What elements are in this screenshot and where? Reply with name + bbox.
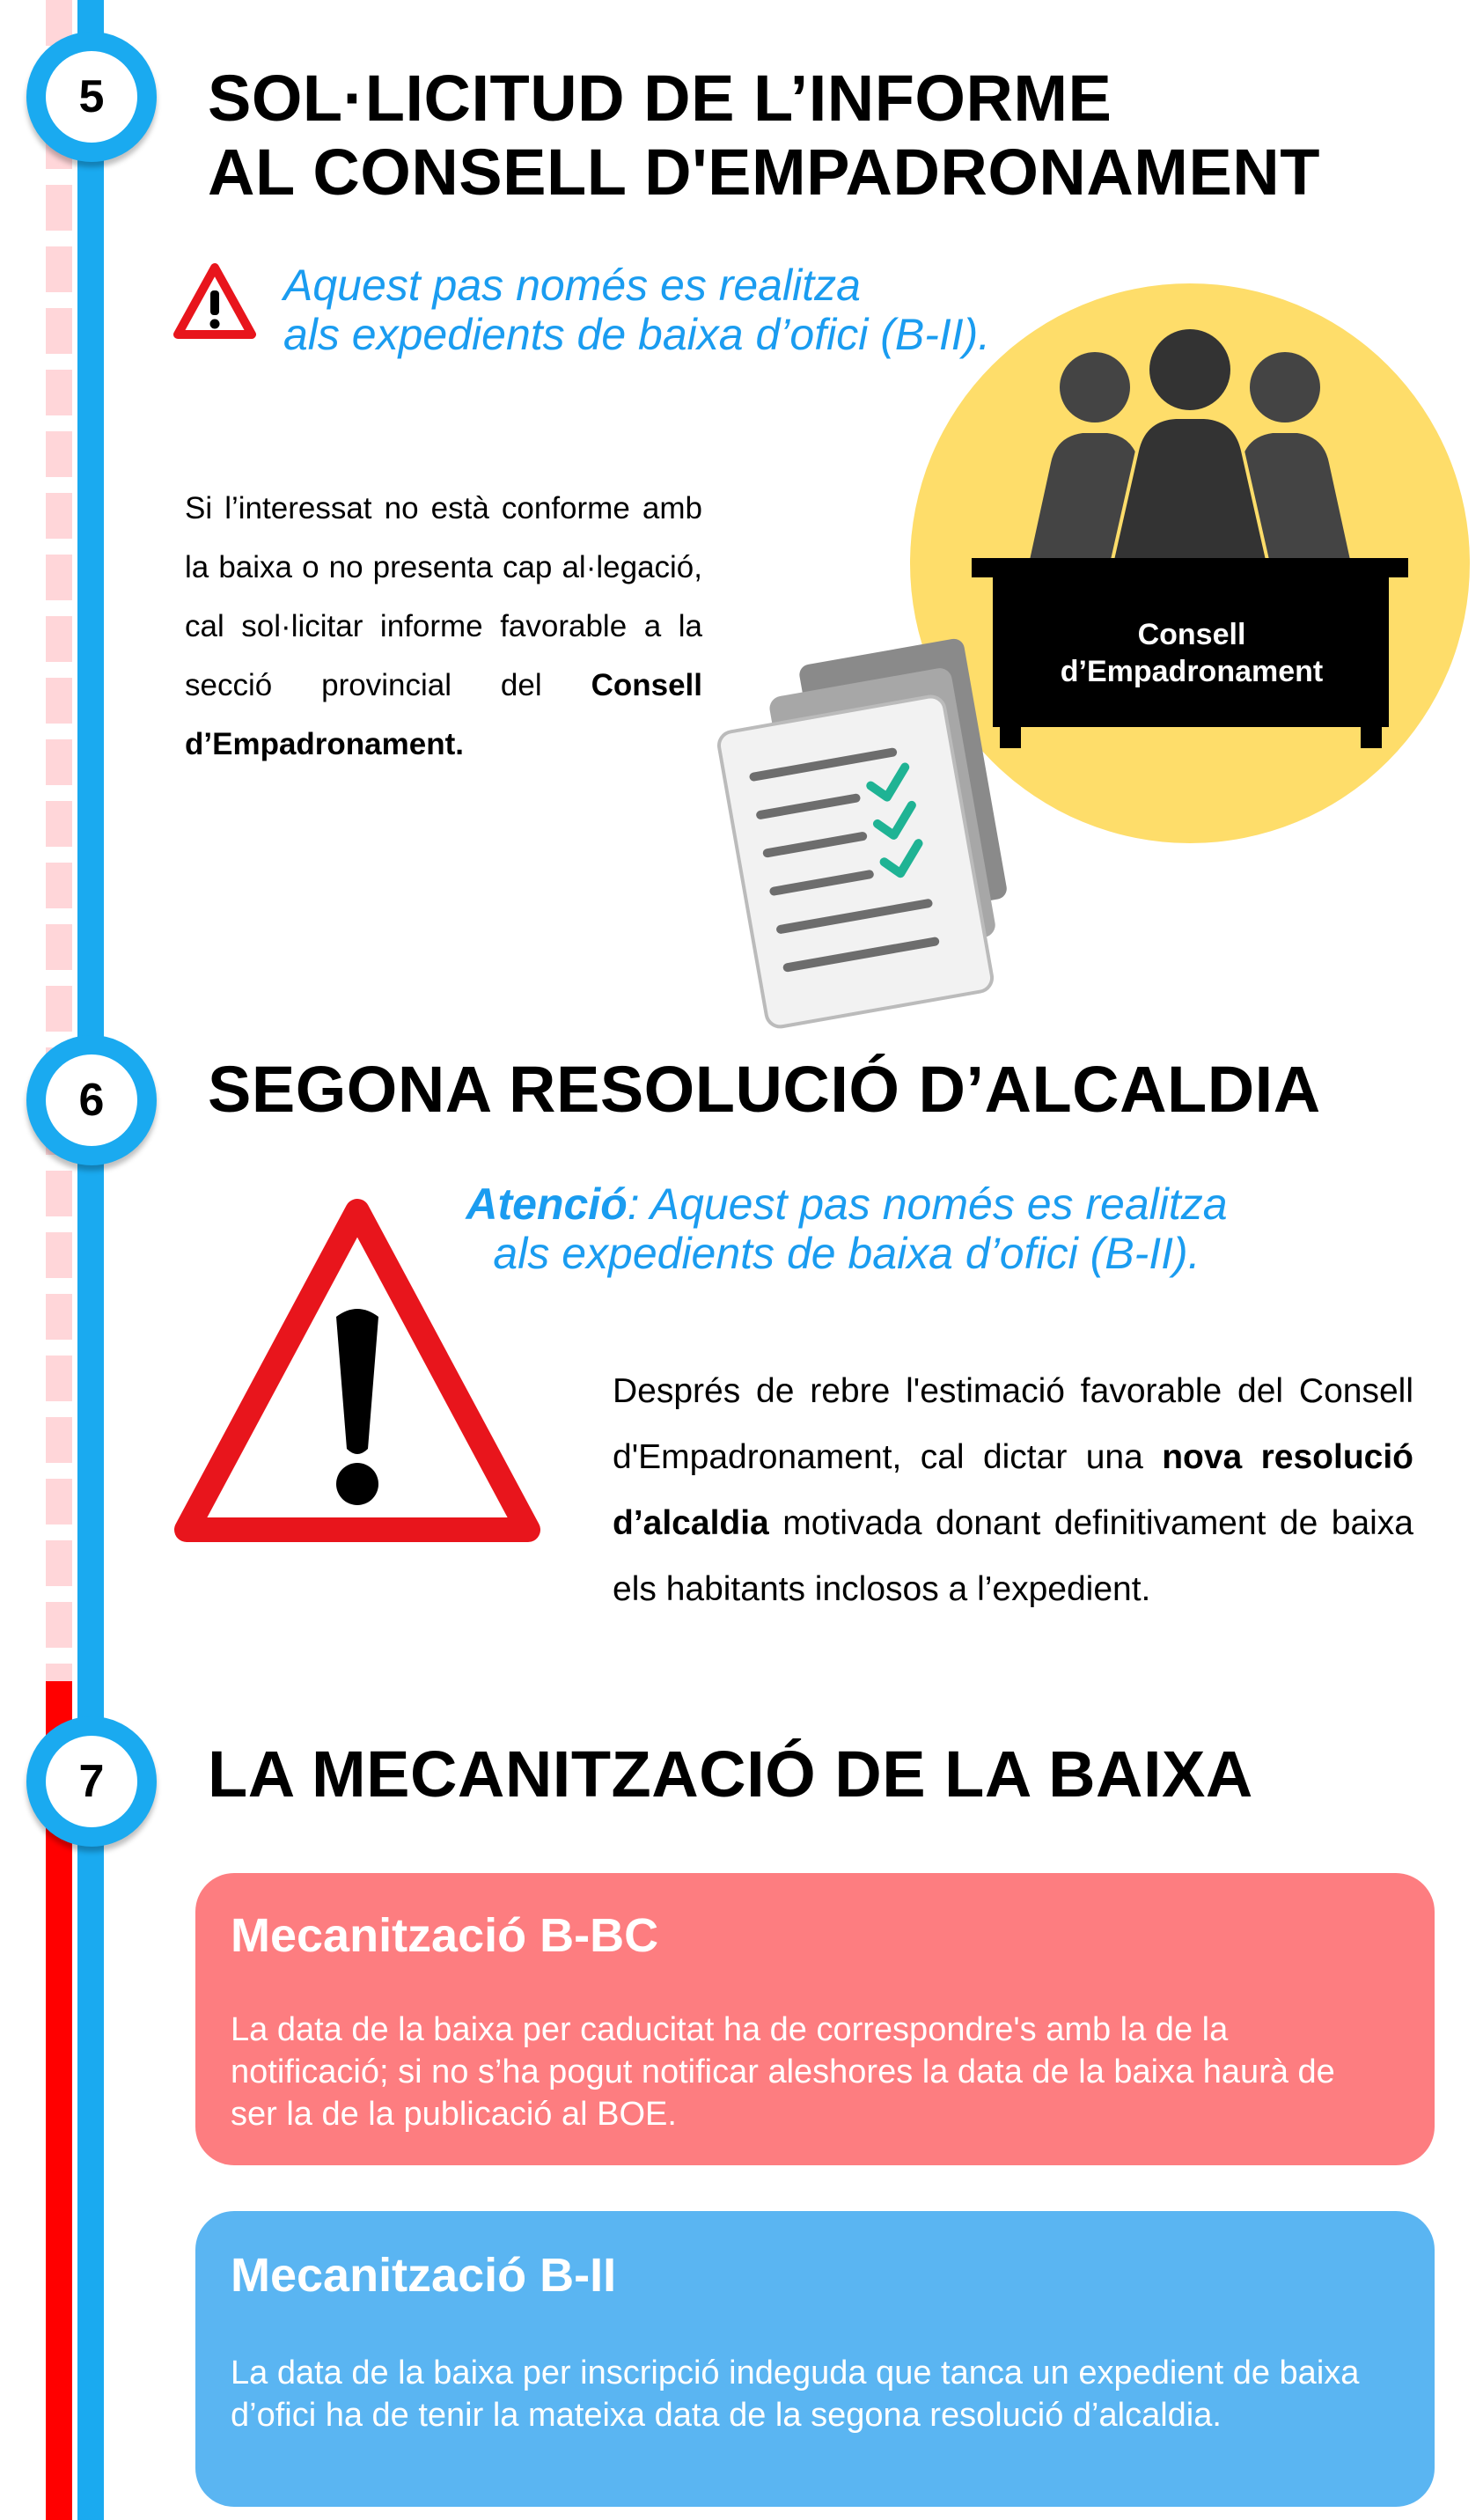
card-b-bc: Mecanització B-BC La data de la baixa pe… bbox=[195, 1873, 1435, 2165]
step-6-body-part2: motivada donant definitivament de baixa … bbox=[613, 1504, 1413, 1608]
timeline-blue-line bbox=[77, 0, 104, 2520]
step-6-note: Atenció: Aquest pas només es realitza al… bbox=[459, 1179, 1234, 1278]
step-5-note-line2: als expedients de baixa d’ofici (B-II). bbox=[283, 310, 991, 359]
council-label-line2: d’Empadronament bbox=[1061, 655, 1323, 688]
step-5-badge: 5 bbox=[26, 32, 157, 162]
card-b-ii: Mecanització B-II La data de la baixa pe… bbox=[195, 2211, 1435, 2507]
card-b-ii-text: La data de la baixa per inscripció indeg… bbox=[231, 2355, 1360, 2434]
council-label-line1: Consell bbox=[1138, 618, 1246, 651]
step-6-body-part1: Després de rebre l'estimació favorable d… bbox=[613, 1372, 1413, 1476]
step-6-badge: 6 bbox=[26, 1035, 157, 1165]
step-6-note-bold: Atenció bbox=[466, 1179, 628, 1229]
large-warning-icon bbox=[174, 1199, 540, 1542]
timeline-dashed-line bbox=[46, 0, 72, 1681]
step-6-note-rest: : Aquest pas només es realitza bbox=[627, 1179, 1228, 1229]
warning-icon bbox=[173, 263, 256, 339]
step-5-title: SOL·LICITUD DE L’INFORME AL CONSELL D'EM… bbox=[208, 62, 1320, 209]
documents-checklist-icon bbox=[717, 638, 1007, 1029]
card-b-bc-text: La data de la baixa per caducitat ha de … bbox=[231, 2011, 1335, 2133]
step-5-body: Si l’interessat no està conforme amb la … bbox=[185, 479, 702, 774]
step-7-title: LA MECANITZACIÓ DE LA BAIXA bbox=[208, 1738, 1253, 1811]
step-5-body-text: Si l’interessat no està conforme amb la … bbox=[185, 491, 702, 702]
step-6-body: Després de rebre l'estimació favorable d… bbox=[613, 1358, 1413, 1622]
step-5-title-line2: AL CONSELL D'EMPADRONAMENT bbox=[208, 136, 1320, 209]
step-7-badge: 7 bbox=[26, 1716, 157, 1847]
card-b-bc-title: Mecanització B-BC bbox=[231, 1909, 659, 1962]
step-5-body-bold: Consell d’Empadronament. bbox=[185, 668, 702, 761]
step-6-title: SEGONA RESOLUCIÓ D’ALCALDIA bbox=[208, 1053, 1321, 1126]
council-people-icon: Consell d’Empadronament bbox=[910, 283, 1470, 843]
step-6-body-bold: nova resolució d’alcaldia bbox=[613, 1438, 1413, 1542]
card-b-ii-title: Mecanització B-II bbox=[231, 2249, 617, 2302]
step-5-note: Aquest pas només es realitza als expedie… bbox=[283, 261, 990, 359]
step-5-note-line1: Aquest pas només es realitza bbox=[283, 261, 861, 310]
step-5-title-line1: SOL·LICITUD DE L’INFORME bbox=[208, 62, 1112, 135]
step-6-note-line2: als expedients de baixa d’ofici (B-II). bbox=[493, 1229, 1200, 1278]
